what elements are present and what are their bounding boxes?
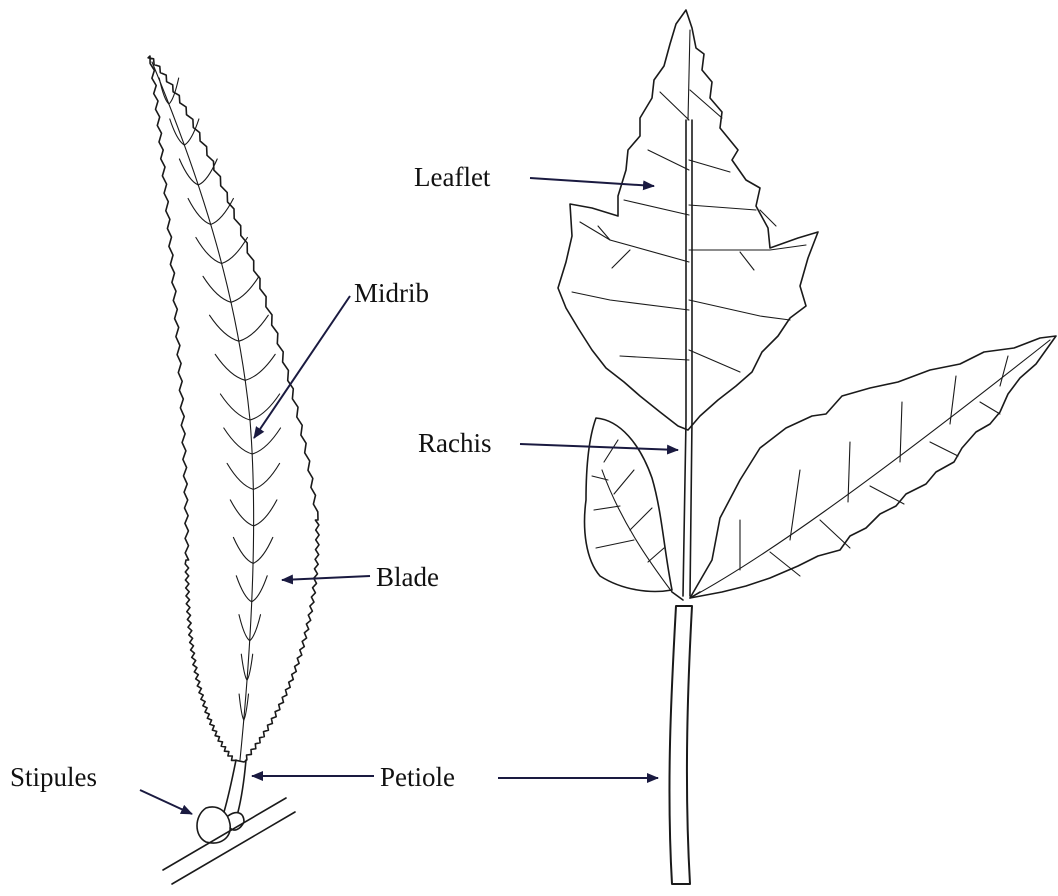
lateral-vein-26	[252, 576, 268, 602]
lateral-vein-3	[170, 119, 185, 145]
label-stipules: Stipules	[10, 762, 97, 792]
leaflet-pointer	[530, 178, 654, 186]
label-blade: Blade	[376, 562, 439, 592]
lateral-vein-25	[233, 537, 253, 563]
label-pointers	[140, 178, 678, 814]
left-lateral-leaflet	[585, 418, 672, 591]
lateral-vein-23	[230, 500, 253, 526]
terminal-leaflet	[558, 10, 818, 430]
label-petiole: Petiole	[380, 762, 455, 792]
lateral-vein-27	[236, 576, 251, 602]
lateral-vein-19	[224, 428, 252, 454]
lateral-vein-20	[253, 463, 279, 489]
compound-leaf-petiole	[669, 606, 692, 884]
lateral-vein-24	[253, 537, 273, 563]
simple-leaf-blade	[148, 56, 319, 762]
simple-leaf-midrib	[152, 62, 254, 760]
label-midrib: Midrib	[354, 278, 429, 308]
midrib-pointer	[254, 296, 350, 438]
stipules-pointer	[140, 790, 192, 814]
rachis-pointer	[520, 444, 678, 450]
compound-leaf	[558, 10, 1056, 884]
simple-leaf-petiole	[224, 760, 236, 812]
stipule-shape	[197, 807, 230, 843]
lateral-vein-10	[231, 276, 259, 302]
blade-pointer	[282, 576, 370, 580]
simple-leaf-veins	[159, 78, 280, 720]
label-rachis: Rachis	[418, 428, 492, 458]
lateral-vein-12	[239, 315, 268, 341]
lateral-vein-22	[254, 500, 277, 526]
lateral-vein-15	[215, 354, 245, 380]
lateral-vein-2	[184, 119, 199, 145]
lateral-vein-29	[239, 615, 250, 641]
lateral-vein-18	[252, 428, 280, 454]
lateral-vein-11	[203, 276, 231, 302]
compound-leaf-rachis	[683, 120, 686, 596]
lateral-vein-17	[220, 394, 250, 420]
lateral-vein-8	[222, 238, 248, 264]
lateral-vein-5	[179, 159, 198, 185]
lateral-vein-33	[239, 694, 244, 720]
lateral-vein-6	[211, 199, 234, 225]
lateral-vein-21	[227, 463, 253, 489]
label-leaflet: Leaflet	[414, 162, 491, 192]
right-lateral-leaflet	[690, 336, 1056, 598]
lateral-vein-14	[245, 354, 275, 380]
simple-leaf	[148, 56, 319, 884]
terminal-leaflet-veins	[572, 30, 806, 372]
lateral-vein-31	[241, 654, 247, 680]
twig	[163, 798, 295, 884]
